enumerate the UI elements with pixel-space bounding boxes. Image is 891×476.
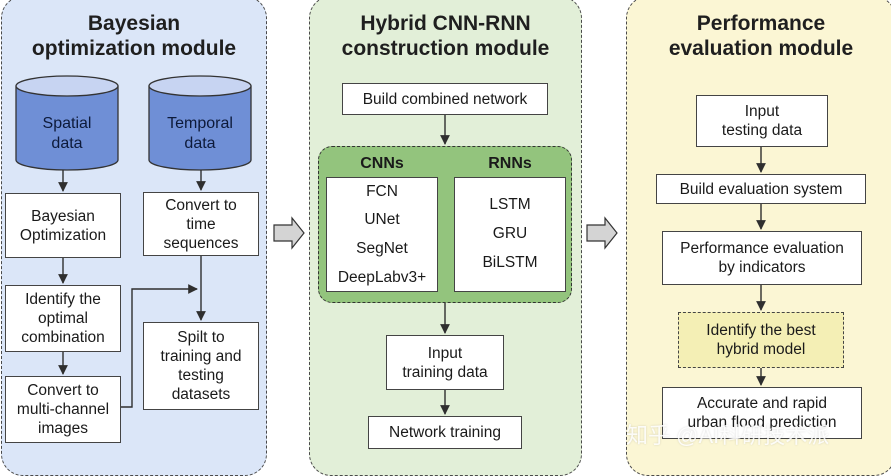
cnn-item: DeepLabv3+ [337,269,427,286]
cnn-item: UNet [364,211,400,228]
input-training-box: Input training data [386,335,504,390]
identify-optimal-box: Identify the optimal combination [5,285,121,352]
cnn-item: FCN [366,183,398,200]
accurate-prediction-box: Accurate and rapid urban flood predictio… [662,387,862,439]
build-evaluation-box: Build evaluation system [656,174,866,204]
input-testing-box: Input testing data [696,95,828,147]
identify-best-box: Identify the best hybrid model [678,312,844,368]
rnn-item: LSTM [489,196,531,213]
cnn-item: SegNet [356,240,408,257]
build-network-box: Build combined network [342,83,548,115]
cnns-title: CNNs [360,155,404,172]
temporal-data-label: Temporal data [167,115,233,152]
rnn-item: GRU [492,225,528,242]
rnns-title: RNNs [488,155,532,172]
performance-panel-title: Performance evaluation module [668,12,854,60]
performance-evaluation-box: Performance evaluation by indicators [662,231,862,285]
hybrid-panel-title: Hybrid CNN-RNN construction module [341,12,550,60]
arrow-convert-to-split [121,284,198,408]
network-training-box: Network training [368,416,522,449]
convert-multichannel-box: Convert to multi-channel images [5,376,121,443]
cnns-box [326,177,438,292]
bayesian-panel-title: Bayesian optimization module [31,12,237,60]
spatial-data-label: Spatial data [42,115,92,152]
rnns-box [454,177,566,292]
module-arrow-1 [273,216,305,250]
convert-time-box: Convert to time sequences [143,192,259,256]
module-arrow-2 [586,216,618,250]
watermark: 知乎 @AI科研技术派 [626,423,830,448]
temporal-data-cylinder [148,75,252,171]
split-datasets-box: Spilt to training and testing datasets [143,322,259,410]
bayesian-optimization-box: Bayesian Optimization [5,193,121,258]
spatial-data-cylinder [15,75,119,171]
rnn-item: BiLSTM [482,254,538,271]
